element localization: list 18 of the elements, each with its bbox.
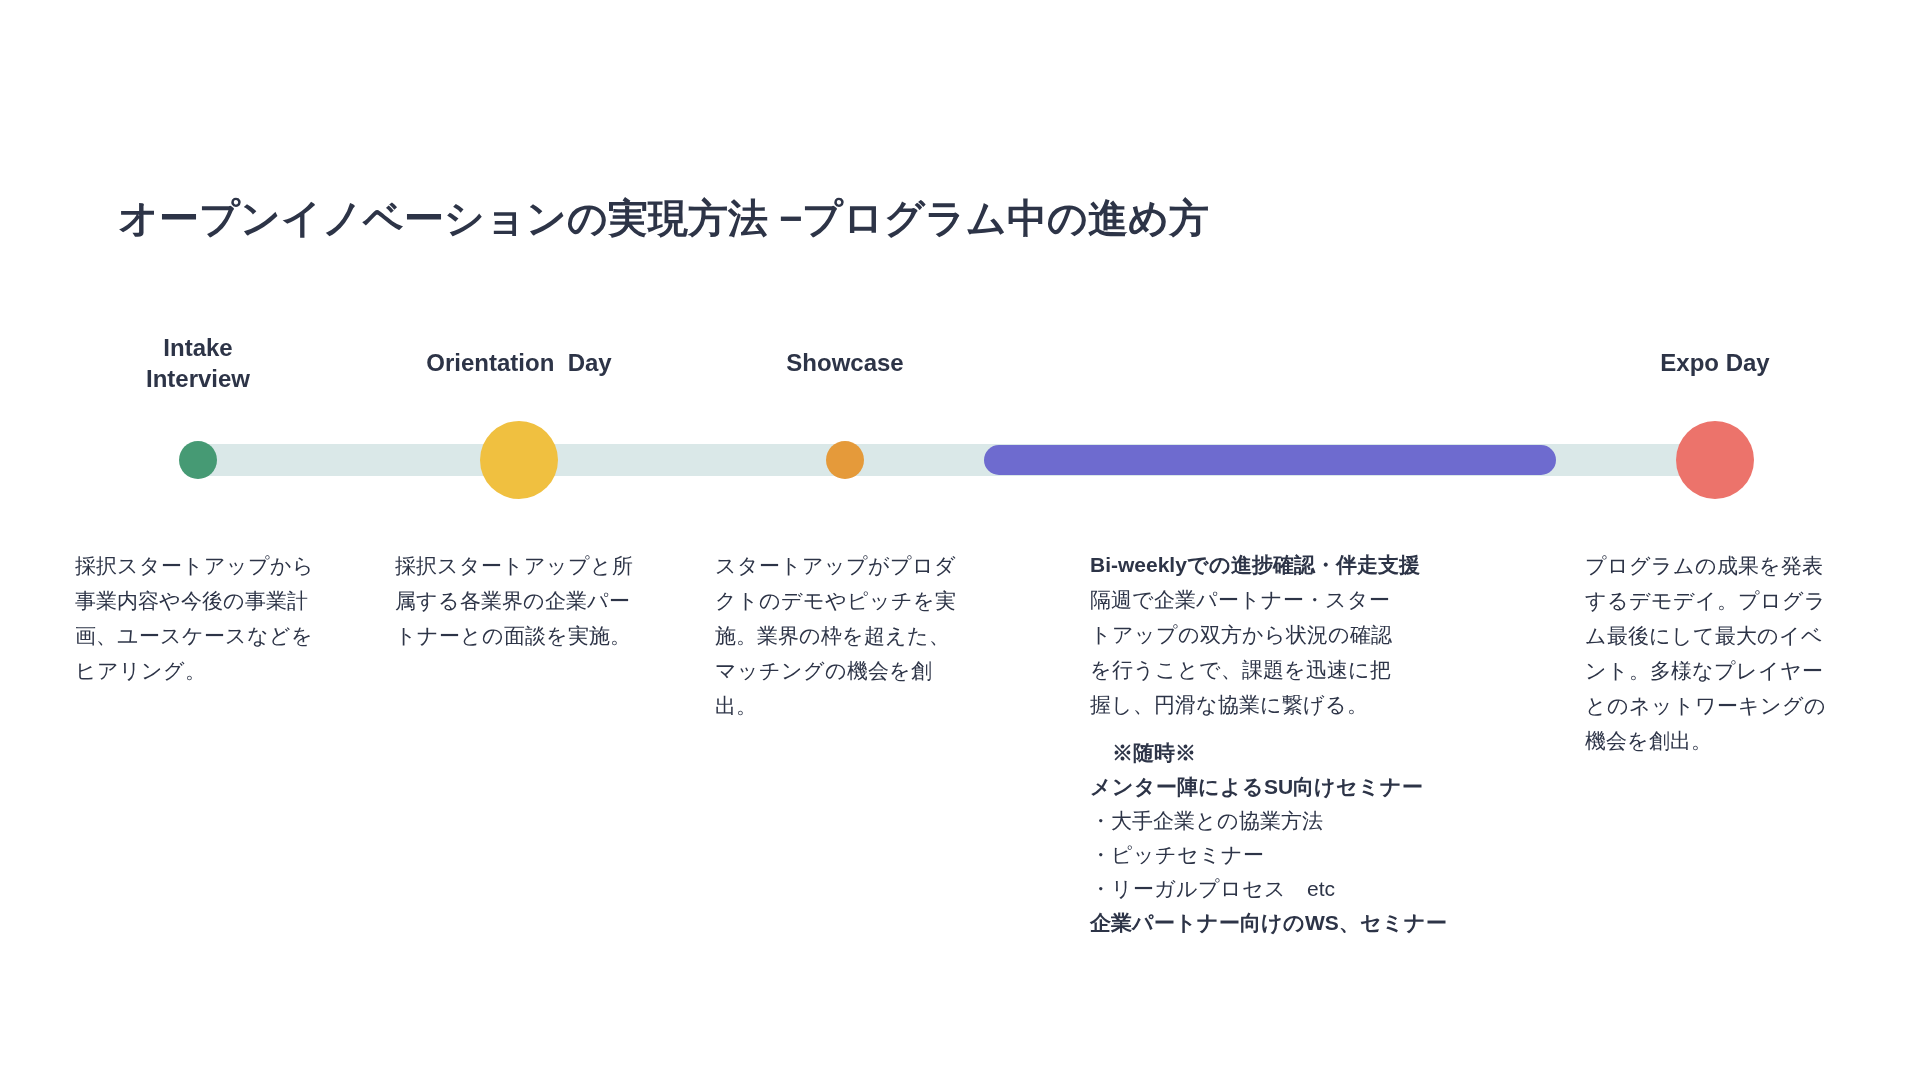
milestone-description: スタートアップがプロダクトのデモやピッチを実施。業界の枠を超えた、マッチングの機会を創出。 (715, 553, 957, 719)
milestone-description: 採択スタートアップから事業内容や今後の事業計画、ユースケースなどをヒアリング。 (75, 553, 315, 684)
seminar-note: 企業パートナー向けのWS、セミナー (1090, 910, 1447, 936)
title: オープンイノベーションの実現方法 −プログラム中の進め方 (118, 195, 1210, 242)
milestone-description: 採択スタートアップと所属する各業界の企業パートナーとの面談を実施。 (395, 553, 634, 649)
milestone-heading: Intake Interview (144, 333, 251, 394)
seminar-note: ・ピッチセミナー (1090, 842, 1264, 868)
item-description: 隔週で企業パートナー・スタートアップの双方から状況の確認を行うことで、課題を迅速に把握し、円滑な協業に繋げる。 (1090, 587, 1393, 718)
milestone-heading: Showcase (785, 348, 905, 378)
period-bar (984, 445, 1556, 475)
seminar-note: メンター陣によるSU向けセミナー (1090, 774, 1424, 800)
seminar-note: ※随時※ (1111, 740, 1196, 766)
milestone-description: プログラムの成果を発表するデモデイ。プログラム最後にして最大のイベント。多様なプレイヤーとのネットワーキングの機会を創出。 (1585, 553, 1827, 754)
milestone-heading: Expo Day (1659, 348, 1771, 378)
item-heading: Bi-weeklyでの進捗確認・伴走支援 (1090, 552, 1421, 578)
milestone-heading: Orientation Day (425, 348, 613, 378)
seminar-note: ・大手企業との協業方法 (1090, 808, 1323, 834)
seminar-note: ・リーガルプロセス etc (1090, 876, 1335, 902)
